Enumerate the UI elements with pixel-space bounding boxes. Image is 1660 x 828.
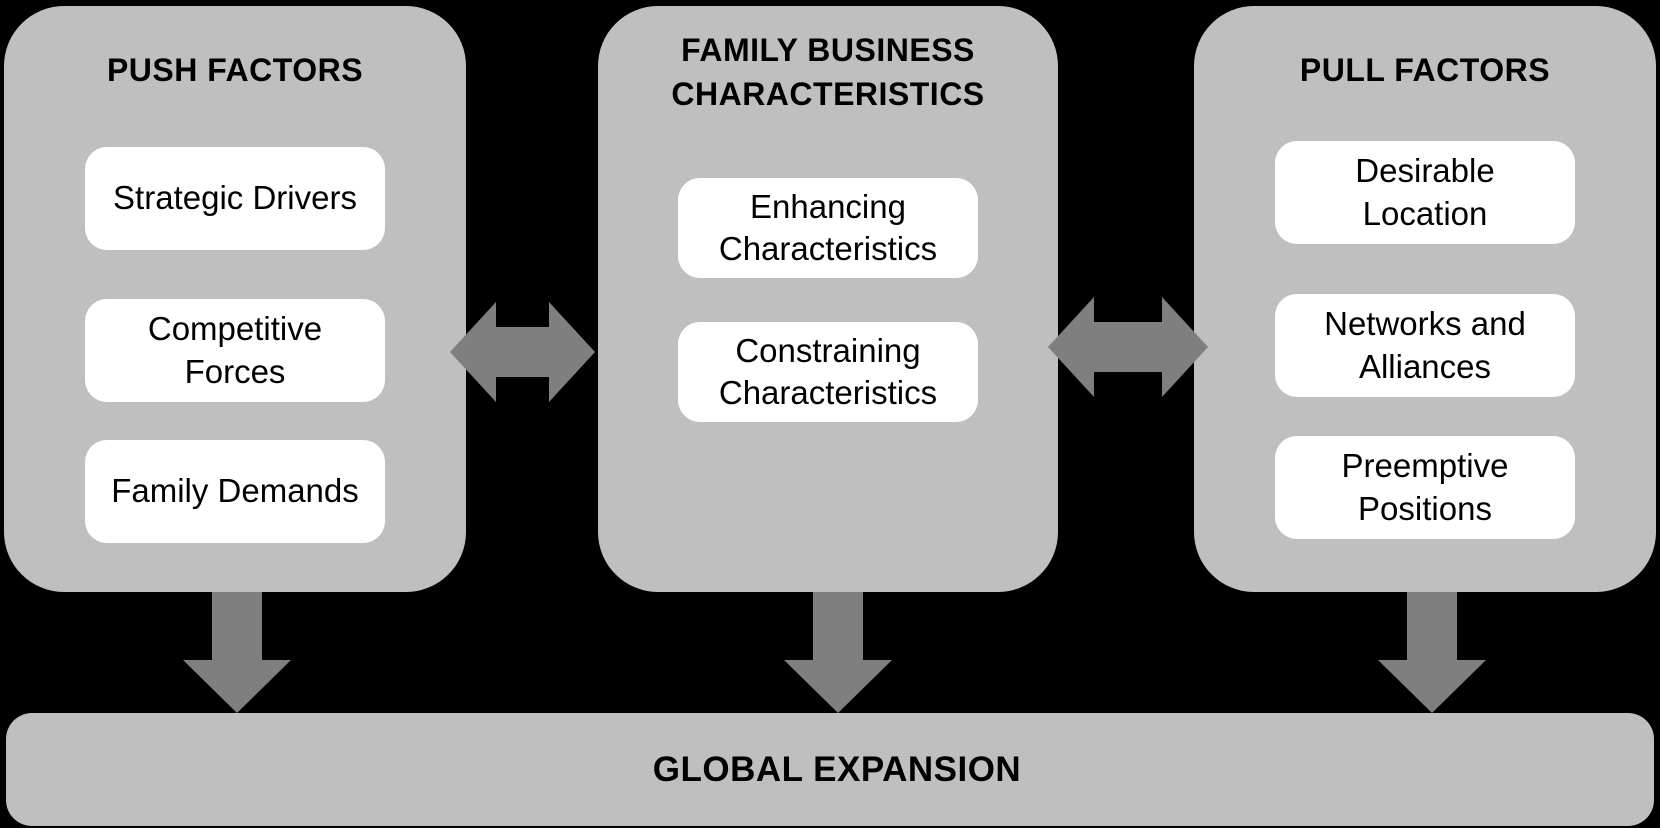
arrow-head-down-icon xyxy=(1378,660,1486,713)
item-label: Strategic Drivers xyxy=(113,179,357,217)
item-box-preemptive-positions: Preemptive Positions xyxy=(1275,436,1575,539)
item-label: Enhancing Characteristics xyxy=(718,187,938,267)
item-box-desirable-location: Desirable Location xyxy=(1275,141,1575,244)
arrow-shaft xyxy=(1407,592,1457,660)
item-label: Networks and Alliances xyxy=(1324,305,1526,385)
arrow-head-down-icon xyxy=(183,660,291,713)
arrow-head-left-icon xyxy=(1048,297,1094,397)
arrow-shaft xyxy=(1092,322,1164,372)
down-arrow-icon-push xyxy=(183,592,291,713)
global-expansion-label: GLOBAL EXPANSION xyxy=(652,749,1022,789)
item-label: Family Demands xyxy=(111,472,359,510)
down-arrow-icon-pull xyxy=(1378,592,1486,713)
arrow-head-left-icon xyxy=(450,302,496,402)
arrow-shaft xyxy=(212,592,262,660)
arrow-head-down-icon xyxy=(784,660,892,713)
panel-family-business-characteristics: FAMILY BUSINESS CHARACTERISTICS Enhancin… xyxy=(598,6,1058,592)
arrow-head-right-icon xyxy=(549,302,595,402)
item-box-competitive-forces: Competitive Forces xyxy=(85,299,385,402)
family-business-characteristics-title: FAMILY BUSINESS CHARACTERISTICS xyxy=(671,32,985,113)
item-box-family-demands: Family Demands xyxy=(85,440,385,543)
double-arrow-icon-push-fbc xyxy=(450,302,595,402)
pull-factors-title: PULL FACTORS xyxy=(1299,52,1551,88)
panel-pull-factors: PULL FACTORS Desirable Location Networks… xyxy=(1194,6,1656,592)
push-factors-title: PUSH FACTORS xyxy=(106,52,364,88)
item-box-strategic-drivers: Strategic Drivers xyxy=(85,147,385,250)
item-box-constraining-characteristics: Constraining Characteristics xyxy=(678,322,978,422)
item-label: Desirable Location xyxy=(1355,152,1495,232)
arrow-head-right-icon xyxy=(1162,297,1208,397)
item-label: Preemptive Positions xyxy=(1341,447,1509,527)
item-box-enhancing-characteristics: Enhancing Characteristics xyxy=(678,178,978,278)
item-label: Constraining Characteristics xyxy=(718,331,938,411)
double-arrow-icon-fbc-pull xyxy=(1048,297,1208,397)
panel-push-factors: PUSH FACTORS Strategic Drivers Competiti… xyxy=(4,6,466,592)
arrow-shaft xyxy=(813,592,863,660)
item-box-networks-and-alliances: Networks and Alliances xyxy=(1275,294,1575,397)
item-label: Competitive Forces xyxy=(147,310,323,390)
global-expansion-bar: GLOBAL EXPANSION xyxy=(6,713,1654,826)
down-arrow-icon-fbc xyxy=(784,592,892,713)
arrow-shaft xyxy=(494,327,551,377)
